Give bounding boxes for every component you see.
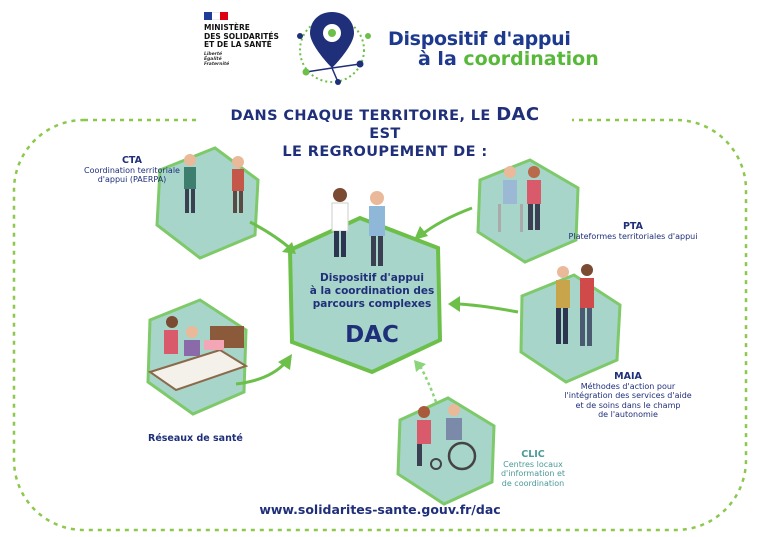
- arrow-cta: [249, 220, 293, 252]
- pta-people-illustration: [498, 166, 541, 232]
- clic-hexagon: [396, 396, 496, 506]
- arrow-clic: [418, 365, 438, 403]
- maia-label: MAIA Méthodes d'action pour l'intégratio…: [564, 371, 692, 419]
- headline: DANS CHAQUE TERRITOIRE, LE DAC EST LE RE…: [230, 104, 540, 161]
- clic-label: CLIC Centres locaux d'information et de …: [500, 449, 566, 488]
- pta-hexagon: [476, 158, 580, 264]
- maia-hexagon: [519, 273, 622, 384]
- cta-people-illustration: [184, 154, 244, 213]
- reseaux-bed-illustration: [147, 316, 249, 392]
- arrow-maia: [457, 302, 519, 314]
- cta-label: CTA Coordination territoriale d'appui (P…: [84, 155, 180, 184]
- dac-logo-icon: [297, 12, 371, 85]
- arrow-pta: [419, 206, 473, 238]
- reseaux-hexagon: [146, 298, 248, 416]
- reseaux-label: Réseaux de santé: [148, 433, 243, 444]
- maia-people-illustration: [556, 264, 594, 346]
- french-flag: [204, 12, 228, 20]
- ministry-name: MINISTÈRE DES SOLIDARITÉS ET DE LA SANTÉ: [204, 23, 279, 49]
- dac-center-description: Dispositif d'appui à la coordination des…: [309, 272, 435, 310]
- brand-title-line1: Dispositif d'appui: [388, 28, 571, 50]
- pta-label: PTA Plateformes territoriales d'appui: [568, 221, 698, 241]
- website-url[interactable]: www.solidarites-sante.gouv.fr/dac: [259, 502, 501, 517]
- dac-people-illustration: [331, 188, 385, 266]
- dac-center-acronym: DAC: [345, 322, 399, 348]
- clic-wheelchair-illustration: [417, 404, 477, 471]
- republic-motto: Liberté Égalité Fraternité: [204, 52, 230, 67]
- arrow-reseaux: [235, 360, 288, 386]
- brand-title-line2: à la coordination: [418, 48, 599, 70]
